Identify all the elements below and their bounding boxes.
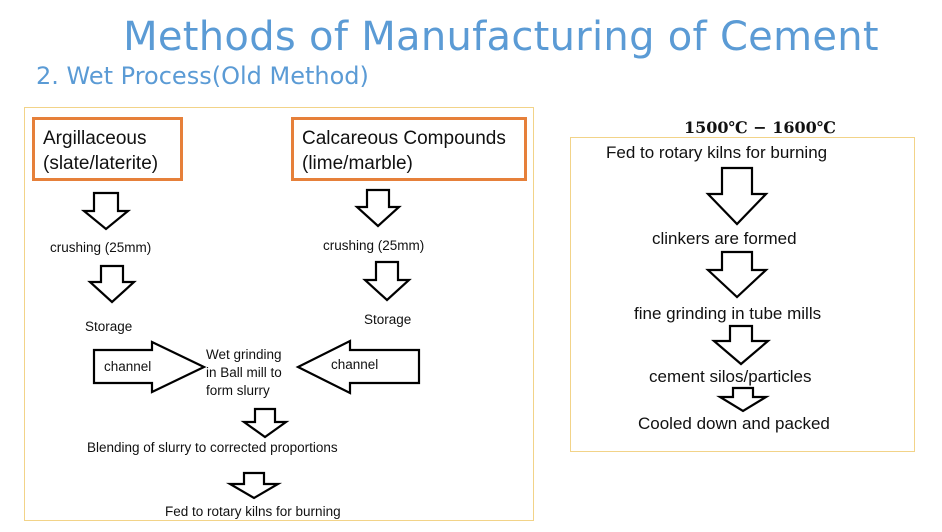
crushing-left-label: crushing (25mm)	[50, 240, 152, 255]
slide-subtitle: 2. Wet Process(Old Method)	[36, 62, 369, 90]
argillaceous-line-1: Argillaceous	[43, 128, 147, 149]
calcareous-line-1: Calcareous Compounds	[302, 128, 506, 149]
cement-silos-label: cement silos/particles	[649, 367, 812, 386]
storage-left-label: Storage	[85, 319, 133, 334]
down-arrow-icon	[80, 191, 132, 231]
argillaceous-line-2: (slate/laterite)	[43, 153, 159, 174]
calcareous-line-2: (lime/marble)	[302, 153, 413, 174]
argillaceous-box: Argillaceous (slate/laterite)	[32, 117, 183, 181]
down-arrow-icon	[87, 264, 137, 304]
down-arrow-icon	[240, 407, 290, 439]
down-arrow-icon	[354, 188, 402, 228]
slide-title: Methods of Manufacturing of Cement	[123, 14, 879, 60]
channel-arrow-right-icon	[92, 340, 207, 394]
fed-kilns-right-label: Fed to rotary kilns for burning	[606, 143, 828, 162]
channel-left-label: channel	[104, 359, 152, 374]
down-arrow-icon	[716, 386, 770, 413]
wet-grinding-label: Wet grinding in Ball mill to form slurry	[206, 346, 282, 400]
down-arrow-icon	[362, 260, 412, 302]
wet-grinding-line-3: form slurry	[206, 383, 270, 398]
fed-kilns-left-label: Fed to rotary kilns for burning	[165, 504, 341, 519]
temperature-label: 1500℃ − 1600℃	[684, 118, 836, 137]
blending-label: Blending of slurry to corrected proporti…	[87, 440, 338, 455]
wet-process-panel	[24, 107, 534, 521]
wet-grinding-line-2: in Ball mill to	[206, 365, 282, 380]
wet-grinding-line-1: Wet grinding	[206, 347, 282, 362]
down-arrow-icon	[705, 250, 769, 299]
cooled-label: Cooled down and packed	[638, 414, 830, 433]
down-arrow-icon	[705, 166, 769, 226]
calcareous-box: Calcareous Compounds (lime/marble)	[291, 117, 527, 181]
down-arrow-icon	[711, 324, 771, 366]
crushing-right-label: crushing (25mm)	[323, 238, 425, 253]
clinkers-label: clinkers are formed	[652, 229, 797, 248]
channel-arrow-left-icon	[295, 339, 421, 395]
channel-right-label: channel	[331, 357, 379, 372]
fine-grinding-label: fine grinding in tube mills	[634, 304, 822, 323]
kiln-process-panel	[570, 137, 915, 452]
down-arrow-icon	[225, 471, 283, 500]
storage-right-label: Storage	[364, 312, 412, 327]
